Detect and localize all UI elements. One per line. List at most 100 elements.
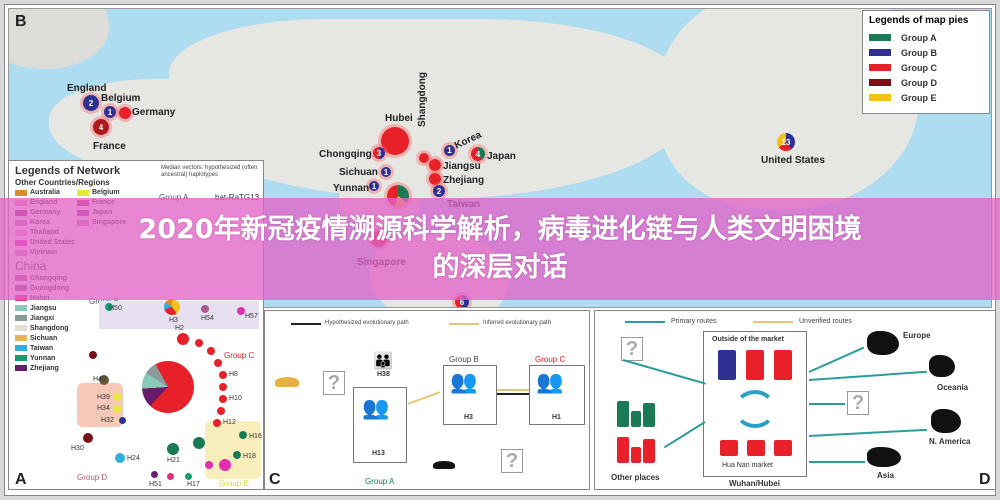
- label-h2: H2: [175, 325, 184, 332]
- node-h4: [195, 339, 203, 347]
- group-b-box: 👥 H3: [443, 365, 497, 425]
- group-a-title: Group A: [365, 477, 395, 486]
- outside-market-label: Outside of the market: [712, 336, 784, 343]
- label-jiangsu: Jiangsu: [443, 161, 481, 172]
- route-arrow: [808, 346, 865, 373]
- hypothesized-path-swatch: [291, 323, 321, 325]
- market-stall-icon: [720, 440, 738, 456]
- swatch-group-a: [869, 34, 891, 41]
- node-h30: [83, 433, 93, 443]
- evolutionary-path-panel: Hypothesized evolutionary path Inferred …: [264, 310, 590, 490]
- people-icon-group-b: 👥: [450, 369, 478, 394]
- map-pies-legend: Legends of map pies Group A Group B Grou…: [862, 10, 990, 114]
- legend-region: Australia: [15, 188, 77, 197]
- primary-route-swatch: [625, 321, 665, 323]
- pie-belgium: 1: [104, 106, 116, 118]
- label-zhejiang: Zhejiang: [443, 175, 485, 186]
- legend-item-group-a: Group A: [869, 30, 983, 45]
- node-h3: [164, 299, 180, 315]
- label-hubei: Hubei: [385, 113, 413, 124]
- label-chongqing: Chongqing: [319, 149, 372, 160]
- unknown-source-box-2: ?: [501, 449, 523, 473]
- node-h41: [219, 459, 231, 471]
- group-c-box: 👥 H1: [529, 365, 585, 425]
- route-arrow: [808, 428, 927, 437]
- legend-item-group-b: Group B: [869, 45, 983, 60]
- node-h6: [214, 359, 222, 367]
- label-h3-c: H3: [464, 414, 473, 421]
- pie-japan: 4: [471, 147, 485, 161]
- building-icon: [631, 411, 641, 427]
- people-icon-group-c: 👥: [536, 369, 564, 394]
- pie-united-states: 13: [777, 133, 795, 151]
- title-line-1: 2020年新冠疫情溯源科学解析，病毒进化链与人类文明困境: [138, 214, 862, 245]
- node-h43: [89, 351, 97, 359]
- route-arrow: [809, 461, 865, 463]
- label-h8: H8: [229, 371, 238, 378]
- label-h39: H39: [97, 394, 110, 401]
- group-c-title: Group C: [535, 355, 566, 364]
- label-sichuan: Sichuan: [339, 167, 378, 178]
- legend-label: Group A: [901, 32, 937, 43]
- legend-item-group-c: Group C: [869, 60, 983, 75]
- node-h51: [151, 471, 158, 478]
- label-france: France: [93, 141, 126, 152]
- label-united-states: United States: [761, 155, 825, 166]
- pie-england: 2: [83, 95, 99, 111]
- node-h11: [217, 407, 225, 415]
- panel-d-letter: D: [979, 471, 991, 488]
- north-america-map-icon: [931, 409, 961, 433]
- label-h16: H16: [249, 433, 262, 440]
- swatch-group-c: [869, 64, 891, 71]
- swatch-group-b: [869, 49, 891, 56]
- group-e-region: [205, 421, 261, 479]
- unknown-transit-box: ?: [847, 391, 869, 415]
- inferred-path-swatch: [449, 323, 479, 325]
- building-icon: [643, 439, 655, 463]
- label-group-e: Group E: [219, 479, 249, 488]
- label-h10: H10: [229, 395, 242, 402]
- label-h30: H30: [71, 445, 84, 452]
- pie-zhejiang: [429, 173, 441, 185]
- pie-korea: 1: [444, 145, 455, 156]
- label-h13: H13: [372, 450, 385, 457]
- pie-chongqing: 3: [373, 147, 385, 159]
- legend-label: Group C: [901, 62, 937, 73]
- swatch-group-d: [869, 79, 891, 86]
- pie-germany: [119, 107, 131, 119]
- arrow-inferred: [407, 391, 441, 405]
- label-bat-ratg13: bat-RaTG13: [215, 193, 259, 202]
- label-h21: H21: [167, 457, 180, 464]
- node-h50: [105, 303, 113, 311]
- pie-france: 4: [93, 119, 109, 135]
- node-h39: [113, 393, 121, 401]
- market-stall-icon: [774, 440, 792, 456]
- legend-item-group-d: Group D: [869, 75, 983, 90]
- label-h51: H51: [149, 481, 162, 488]
- label-h12: H12: [223, 419, 236, 426]
- destination-oceania: Oceania: [937, 383, 969, 392]
- group-b-title: Group B: [449, 355, 479, 364]
- label-japan: Japan: [487, 151, 516, 162]
- label-belgium: Belgium: [101, 93, 141, 104]
- route-arrow: [808, 370, 927, 381]
- unknown-origin-box: ?: [621, 337, 643, 361]
- pie-taiwan: 2: [433, 185, 445, 197]
- pie-jiangsu: [429, 159, 441, 171]
- label-h54: H54: [201, 315, 214, 322]
- legend-label: Group B: [901, 47, 937, 58]
- pie-shangdong: [419, 153, 429, 163]
- node-h40: [99, 375, 109, 385]
- people-icon-group-a: 👥: [362, 395, 390, 420]
- building-red-icon: [746, 350, 764, 380]
- group-a-box: 👥 H13: [353, 387, 407, 463]
- building-red-icon: [774, 350, 792, 380]
- legend-region: Belgium: [77, 188, 139, 197]
- destination-europe: Europe: [903, 331, 931, 340]
- unverified-route-label: Unverified routes: [799, 318, 852, 325]
- swatch-group-e: [869, 94, 891, 101]
- wuhan-hubei-label: Wuhan/Hubei: [729, 479, 780, 488]
- building-icon: [617, 401, 629, 427]
- arrow-hypothesized: [497, 393, 529, 395]
- label-h1: H1: [552, 414, 561, 421]
